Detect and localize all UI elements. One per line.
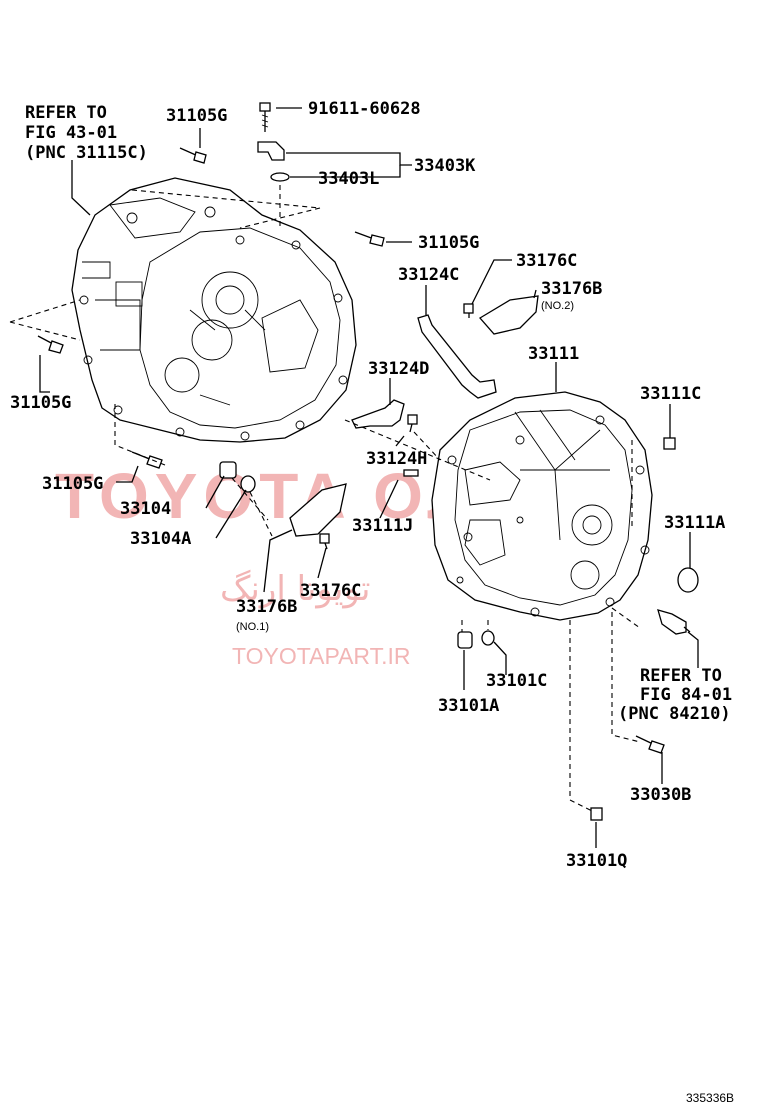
label-31105g-c: 31105G	[10, 393, 71, 413]
plug-33104	[219, 461, 237, 479]
gasket-33101c	[481, 630, 495, 646]
label-33111: 33111	[528, 344, 579, 364]
plate-33176b-no2	[478, 295, 539, 335]
label-no1: (NO.1)	[236, 621, 269, 633]
label-33101a: 33101A	[438, 696, 499, 716]
label-33030b: 33030B	[630, 785, 691, 805]
label-33111c: 33111C	[640, 384, 701, 404]
transmission-case	[431, 391, 653, 621]
label-33176b-a: 33176B	[541, 279, 602, 299]
label-33124c: 33124C	[398, 265, 459, 285]
label-refer-43-line2: FIG 43-01	[25, 123, 117, 143]
part-33403k	[257, 141, 285, 161]
plug-33101a	[457, 631, 473, 649]
label-refer-43-line1: REFER TO	[25, 103, 107, 123]
label-33101c: 33101C	[486, 671, 547, 691]
bolt-33124h	[407, 414, 418, 433]
label-33403k: 33403K	[414, 156, 476, 176]
clutch-housing	[71, 177, 357, 443]
label-33176b-b: 33176B	[236, 597, 297, 617]
label-no2: (NO.2)	[541, 300, 574, 312]
label-31105g-b: 31105G	[418, 233, 479, 253]
label-33104a: 33104A	[130, 529, 191, 549]
gasket-33104a	[240, 475, 256, 493]
label-31105g-a: 31105G	[166, 106, 227, 126]
label-33101q: 33101Q	[566, 851, 627, 871]
label-33176c-b: 33176C	[300, 581, 361, 601]
bracket-33124d	[351, 399, 405, 429]
label-33403l: 33403L	[318, 169, 379, 189]
bolt-31105g-right	[354, 231, 385, 247]
watermark-persian: تویوتا ارنگ	[220, 569, 370, 609]
label-31105g-d: 31105G	[42, 474, 103, 494]
watermark-url: TOYOTAPART.IR	[232, 643, 411, 669]
bolt-33176c-top	[463, 303, 474, 318]
leader-lines	[39, 107, 699, 848]
oring-33403l	[270, 172, 290, 182]
bolt-31105g-bottom	[131, 451, 163, 469]
label-33124d: 33124D	[368, 359, 429, 379]
label-33124h: 33124H	[366, 449, 427, 469]
label-33111a: 33111A	[664, 513, 725, 533]
plate-33176b-no1	[289, 483, 347, 537]
labels: REFER TO FIG 43-01 (PNC 31115C) 31105G 9…	[10, 99, 734, 1105]
nut-33111c	[663, 437, 676, 450]
label-33111j: 33111J	[352, 516, 413, 536]
label-91611-60628: 91611-60628	[308, 99, 421, 119]
bolt-31105g-left	[37, 335, 64, 354]
label-refer-84-line1: REFER TO	[640, 666, 722, 686]
label-33104: 33104	[120, 499, 171, 519]
dashed-lines	[9, 185, 641, 813]
label-refer-84-line2: FIG 84-01	[640, 685, 732, 705]
seal-33111a	[677, 567, 699, 593]
speed-sensor	[657, 609, 691, 635]
pin-33111j	[403, 469, 419, 477]
label-33176c-a: 33176C	[516, 251, 577, 271]
bolt-33176c-bottom	[319, 533, 330, 550]
label-refer-43-line3: (PNC 31115C)	[25, 143, 148, 163]
bolt-91611	[259, 102, 271, 132]
nut-33101q	[590, 807, 603, 821]
diagram-code: 335336B	[686, 1091, 734, 1105]
label-refer-84-line3: (PNC 84210)	[618, 704, 731, 724]
part-33124c	[417, 314, 497, 399]
bolt-31105g-top	[179, 147, 207, 164]
bolt-33030b	[635, 735, 665, 754]
